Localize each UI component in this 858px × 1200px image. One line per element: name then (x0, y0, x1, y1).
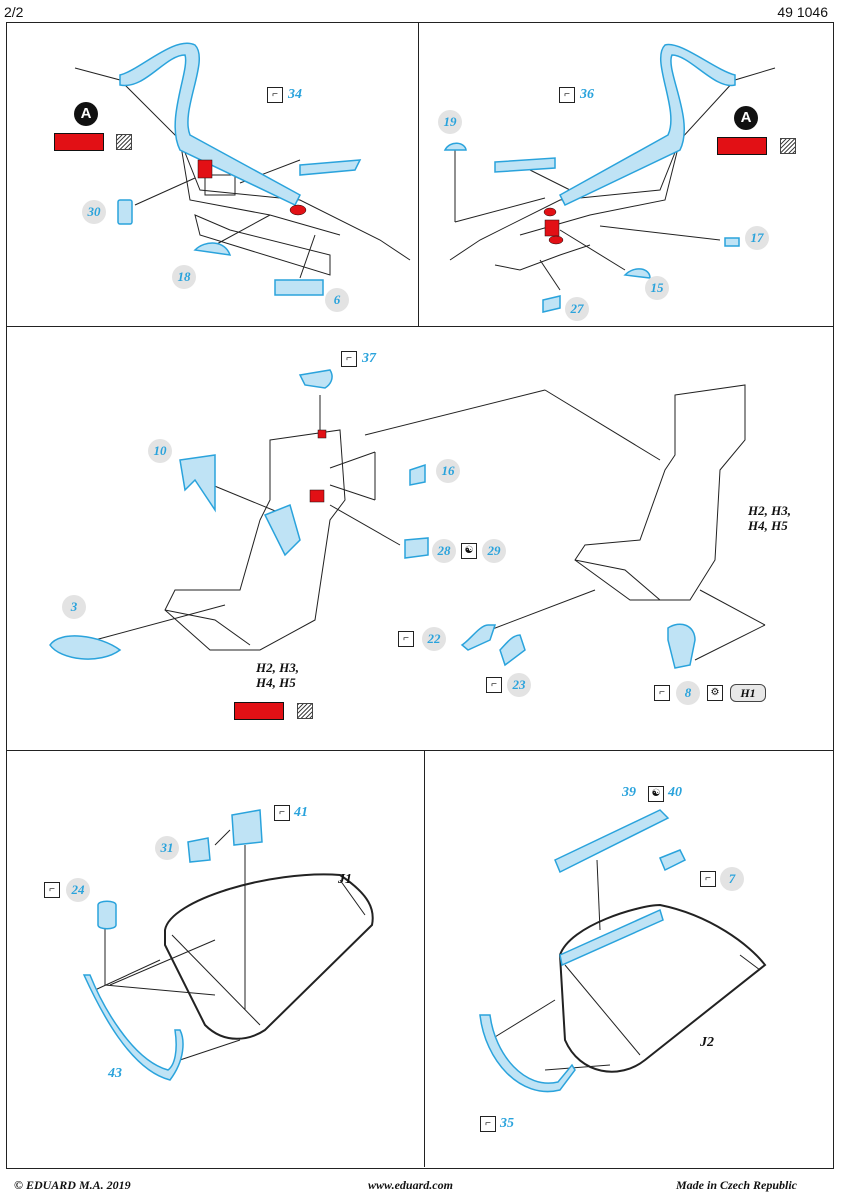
part-number: 18 (172, 265, 196, 289)
divider (6, 326, 834, 327)
part-number: 41 (294, 805, 308, 820)
step-a-badge: A (734, 106, 758, 130)
page-number: 2/2 (4, 4, 24, 20)
part-number: 10 (148, 439, 172, 463)
part-number: 30 (82, 200, 106, 224)
bend-icon: ⌐ (654, 685, 670, 701)
divider (6, 750, 834, 751)
assembly-label-j1: J1 (338, 872, 352, 887)
assembly-label-j2: J2 (700, 1035, 714, 1050)
step-a-badge: A (74, 102, 98, 126)
gear-icon: ⚙ (707, 685, 723, 701)
hatch-icon (780, 138, 796, 154)
bend-icon: ⌐ (398, 631, 414, 647)
part-number: 28 (432, 539, 456, 563)
bend-icon: ⌐ (44, 882, 60, 898)
part-number: 3 (62, 595, 86, 619)
hatch-icon (116, 134, 132, 150)
yin-yang-icon: ☯ (648, 786, 664, 802)
part-number: 24 (66, 878, 90, 902)
part-number: 43 (108, 1066, 122, 1081)
bend-icon: ⌐ (480, 1116, 496, 1132)
divider (418, 22, 419, 326)
bend-icon: ⌐ (700, 871, 716, 887)
part-number: 36 (580, 87, 594, 102)
red-paint-swatch (717, 137, 767, 155)
part-number: 39 (622, 785, 636, 800)
part-number: 6 (325, 288, 349, 312)
part-number: 15 (645, 276, 669, 300)
part-number: 27 (565, 297, 589, 321)
red-paint-swatch (54, 133, 104, 151)
part-number: 23 (507, 673, 531, 697)
website-link[interactable]: www.eduard.com (368, 1178, 453, 1192)
kit-code: 49 1046 (777, 4, 828, 20)
bend-icon: ⌐ (274, 805, 290, 821)
bend-icon: ⌐ (486, 677, 502, 693)
part-number: 35 (500, 1116, 514, 1131)
hatch-icon (297, 703, 313, 719)
bend-icon: ⌐ (559, 87, 575, 103)
part-number: 17 (745, 226, 769, 250)
part-number: 7 (720, 867, 744, 891)
option-label-left: H2, H3,H4, H5 (256, 660, 299, 690)
part-number: 40 (668, 785, 682, 800)
red-paint-swatch (234, 702, 284, 720)
instruction-frame (6, 22, 834, 1169)
part-number: 31 (155, 836, 179, 860)
part-number: 37 (362, 351, 376, 366)
part-number: 19 (438, 110, 462, 134)
made-in: Made in Czech Republic (676, 1178, 798, 1192)
part-number: 29 (482, 539, 506, 563)
copyright: © EDUARD M.A. 2019 (14, 1178, 131, 1192)
part-number: 34 (288, 87, 302, 102)
part-number: 22 (422, 627, 446, 651)
part-number: 16 (436, 459, 460, 483)
yin-yang-icon: ☯ (461, 543, 477, 559)
bend-icon: ⌐ (341, 351, 357, 367)
part-number: 8 (676, 681, 700, 705)
divider (424, 750, 425, 1167)
option-tag-h1: H1 (730, 684, 766, 702)
bend-icon: ⌐ (267, 87, 283, 103)
option-label-right: H2, H3,H4, H5 (748, 503, 791, 533)
